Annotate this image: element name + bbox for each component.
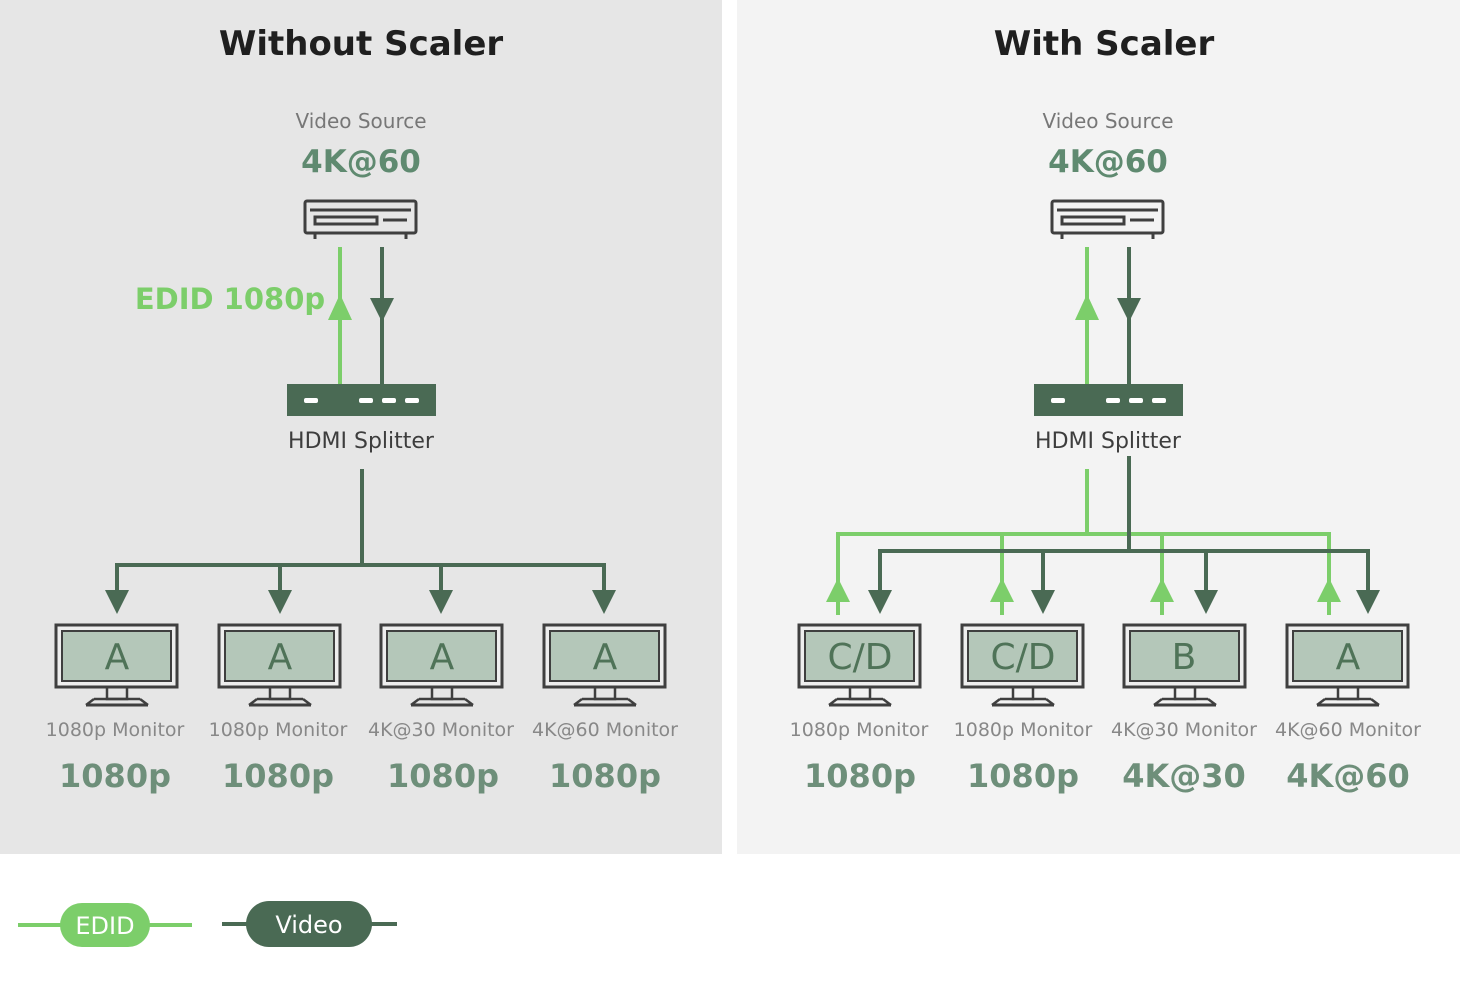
monitor-resolution: 1080p [387, 757, 499, 795]
video-arrow-down-icon [1117, 298, 1141, 322]
monitor-label: 4K@30 Monitor [368, 719, 514, 741]
monitor-letter: A [593, 637, 618, 678]
left-source-res: 4K@60 [301, 144, 421, 180]
left-source-label: Video Source [295, 109, 426, 133]
right-title: With Scaler [994, 24, 1215, 64]
left-monitor-1: A [54, 623, 179, 707]
monitor-label: 4K@60 Monitor [532, 719, 678, 741]
right-splitter-label: HDMI Splitter [1035, 429, 1182, 454]
left-splitter-label: HDMI Splitter [288, 429, 435, 454]
left-monitor-2: A [217, 623, 342, 707]
panel-without-scaler [0, 0, 722, 854]
panel-with-scaler [737, 0, 1460, 854]
hdmi-splitter-icon [287, 384, 436, 416]
monitor-letter: A [105, 637, 130, 678]
left-diagram: Without Scaler Video Source 4K@60 EDID 1… [46, 24, 679, 795]
monitor-letter: B [1172, 637, 1197, 678]
right-source-res: 4K@60 [1048, 144, 1168, 180]
monitor-letter: A [1336, 637, 1361, 678]
right-edid-arrows [826, 578, 1341, 602]
legend: EDID Video [18, 901, 397, 947]
monitor-resolution: 1080p [549, 757, 661, 795]
monitor-label: 1080p Monitor [209, 719, 348, 741]
edid-arrow-up-icon [1075, 294, 1099, 320]
right-monitor-3: B [1122, 623, 1247, 707]
edid-label: EDID 1080p [135, 282, 325, 316]
video-source-icon [1050, 199, 1165, 239]
monitor-letter: A [268, 637, 293, 678]
right-video-lines [878, 456, 1370, 600]
hdmi-splitter-icon [1034, 384, 1183, 416]
legend-edid: EDID [18, 903, 192, 947]
left-distribution-lines [115, 469, 606, 600]
monitor-letter: A [430, 637, 455, 678]
monitor-resolution: 1080p [804, 757, 916, 795]
legend-video-label: Video [275, 911, 342, 939]
right-source-label: Video Source [1042, 109, 1173, 133]
legend-video: Video [222, 901, 397, 947]
monitor-resolution: 4K@60 [1286, 757, 1410, 795]
monitor-label: 1080p Monitor [46, 719, 185, 741]
monitor-resolution: 1080p [222, 757, 334, 795]
monitor-resolution: 1080p [59, 757, 171, 795]
right-diagram: With Scaler Video Source 4K@60 HDMI Spli… [790, 24, 1422, 795]
monitor-letter: C/D [828, 637, 893, 678]
monitor-label: 1080p Monitor [790, 719, 929, 741]
left-monitor-4: A [542, 623, 667, 707]
right-monitor-1: C/D [797, 623, 922, 707]
monitor-label: 4K@60 Monitor [1275, 719, 1421, 741]
legend-edid-label: EDID [75, 912, 134, 940]
video-source-icon [303, 199, 418, 239]
right-monitor-2: C/D [960, 623, 1085, 707]
edid-arrow-up-icon [328, 294, 352, 320]
monitor-label: 1080p Monitor [954, 719, 1093, 741]
monitor-resolution: 1080p [967, 757, 1079, 795]
left-monitor-3: A [379, 623, 504, 707]
left-video-arrows [105, 590, 616, 614]
right-monitor-4: A [1285, 623, 1410, 707]
left-title: Without Scaler [219, 24, 504, 64]
monitor-label: 4K@30 Monitor [1111, 719, 1257, 741]
video-arrow-down-icon [370, 298, 394, 322]
right-video-arrows [868, 590, 1380, 614]
monitor-letter: C/D [991, 637, 1056, 678]
monitor-resolution: 4K@30 [1122, 757, 1246, 795]
right-edid-lines [836, 469, 1331, 615]
